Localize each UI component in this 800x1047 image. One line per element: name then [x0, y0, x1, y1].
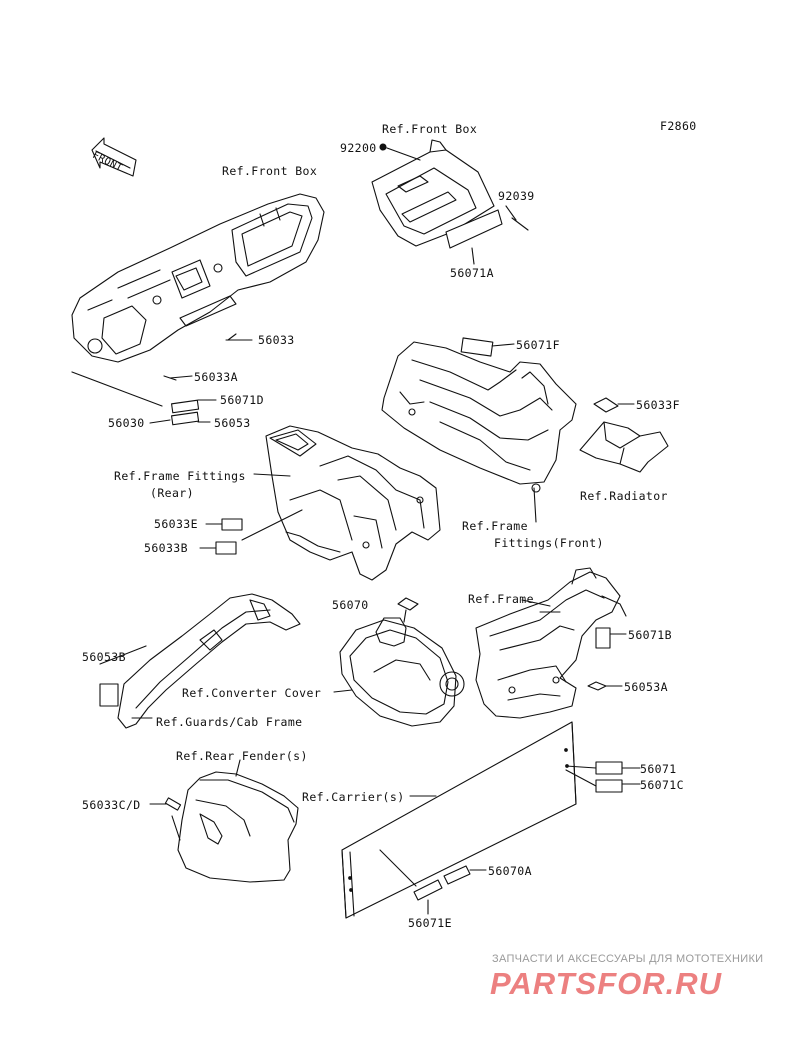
ref-frame-fittings-rear-2: (Rear)	[150, 486, 194, 500]
part-56071b: 56071B	[628, 628, 672, 642]
guards-cab-frame-part	[117, 593, 301, 729]
dashboard-part	[71, 193, 325, 363]
label-plate-56033b	[215, 541, 237, 555]
rear-fender-part	[177, 759, 299, 883]
label-plate-56033e	[221, 518, 243, 531]
label-plate-56033f	[593, 397, 619, 413]
part-56071d: 56071D	[220, 393, 264, 407]
label-plate-56071c	[595, 779, 623, 793]
ref-front-box-left: Ref.Front Box	[222, 164, 318, 178]
frame-part	[475, 567, 627, 719]
part-56030: 56030	[108, 416, 145, 430]
part-92200: 92200	[340, 141, 377, 155]
part-56033e: 56033E	[154, 517, 198, 531]
converter-cover-part	[339, 617, 465, 727]
part-56053b: 56053B	[82, 650, 126, 664]
frame-fittings-front-part	[381, 341, 577, 493]
part-56033a: 56033A	[194, 370, 238, 384]
label-plate-56071e	[413, 879, 443, 901]
part-56033cd: 56033C/D	[82, 798, 141, 812]
ref-converter-cover: Ref.Converter Cover	[182, 686, 322, 700]
radiator-bracket-part	[579, 421, 669, 473]
label-plate-56053a	[587, 681, 607, 691]
label-plate-56071b	[595, 627, 611, 649]
front-box-lid-part	[371, 139, 495, 247]
ref-frame-fittings-front-2: Fittings(Front)	[494, 536, 604, 550]
label-plate-56033cd	[164, 797, 182, 811]
label-plate-56071a	[445, 209, 503, 249]
watermark-subtitle: ЗАПЧАСТИ И АКСЕССУАРЫ ДЛЯ МОТОТЕХНИКИ	[492, 953, 764, 965]
figure-code: F2860	[660, 119, 697, 133]
ref-guards-cab-frame: Ref.Guards/Cab Frame	[156, 715, 303, 729]
part-56070a: 56070A	[488, 864, 532, 878]
part-56033f: 56033F	[636, 398, 680, 412]
label-plate-56071	[595, 761, 623, 775]
ref-carrier: Ref.Carrier(s)	[302, 790, 405, 804]
part-56071: 56071	[640, 762, 677, 776]
part-92039: 92039	[498, 189, 535, 203]
ref-rear-fender: Ref.Rear Fender(s)	[176, 749, 308, 763]
ref-frame: Ref.Frame	[468, 592, 534, 606]
part-56033: 56033	[258, 333, 295, 347]
watermark-logo: PARTSFOR.RU	[490, 966, 723, 1001]
ref-front-box-top: Ref.Front Box	[382, 122, 478, 136]
ref-radiator: Ref.Radiator	[580, 489, 668, 503]
ref-frame-fittings-rear-1: Ref.Frame Fittings	[114, 469, 246, 483]
label-plate-56070a	[443, 865, 471, 885]
frame-fittings-rear-part	[265, 425, 441, 581]
part-56070: 56070	[332, 598, 369, 612]
carrier-panel-part	[341, 721, 577, 919]
part-56053: 56053	[214, 416, 251, 430]
label-plate-56070	[397, 597, 419, 611]
part-56033b: 56033B	[144, 541, 188, 555]
label-plate-56071f	[460, 337, 494, 357]
ref-frame-fittings-front-1: Ref.Frame	[462, 519, 528, 533]
part-56053a: 56053A	[624, 680, 668, 694]
part-56071a: 56071A	[450, 266, 494, 280]
part-56071c: 56071C	[640, 778, 684, 792]
label-plate-56053b	[99, 683, 119, 707]
part-56071e: 56071E	[408, 916, 452, 930]
part-56071f: 56071F	[516, 338, 560, 352]
front-arrow-icon	[91, 137, 137, 177]
